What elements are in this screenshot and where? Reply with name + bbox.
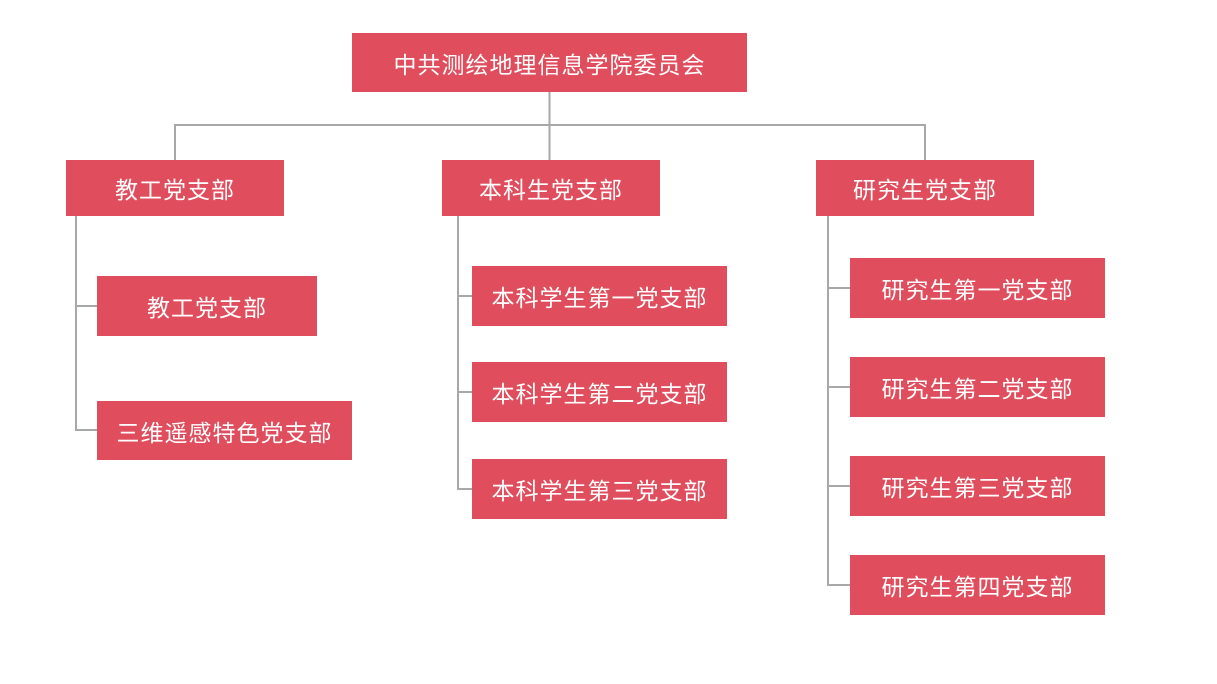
org-node-undergraduate-child-3: 本科学生第三党支部 [472, 459, 727, 519]
org-node-faculty-child-1: 教工党支部 [97, 276, 317, 336]
org-node-branch-faculty: 教工党支部 [66, 160, 284, 216]
connector-branch-middle [457, 216, 472, 490]
org-node-branch-undergraduate: 本科生党支部 [442, 160, 660, 216]
org-node-graduate-child-4: 研究生第四党支部 [850, 555, 1105, 615]
org-node-undergraduate-child-1: 本科学生第一党支部 [472, 266, 727, 326]
org-node-branch-graduate: 研究生党支部 [816, 160, 1034, 216]
org-node-graduate-child-3: 研究生第三党支部 [850, 456, 1105, 516]
org-node-graduate-child-1: 研究生第一党支部 [850, 258, 1105, 318]
connector-branch-left [75, 216, 97, 431]
connector-branch-right [827, 216, 850, 586]
org-node-undergraduate-child-2: 本科学生第二党支部 [472, 362, 727, 422]
org-node-faculty-child-2: 三维遥感特色党支部 [97, 401, 352, 460]
org-node-root: 中共测绘地理信息学院委员会 [352, 33, 747, 92]
connector-root-rail [174, 124, 926, 160]
org-node-graduate-child-2: 研究生第二党支部 [850, 357, 1105, 417]
